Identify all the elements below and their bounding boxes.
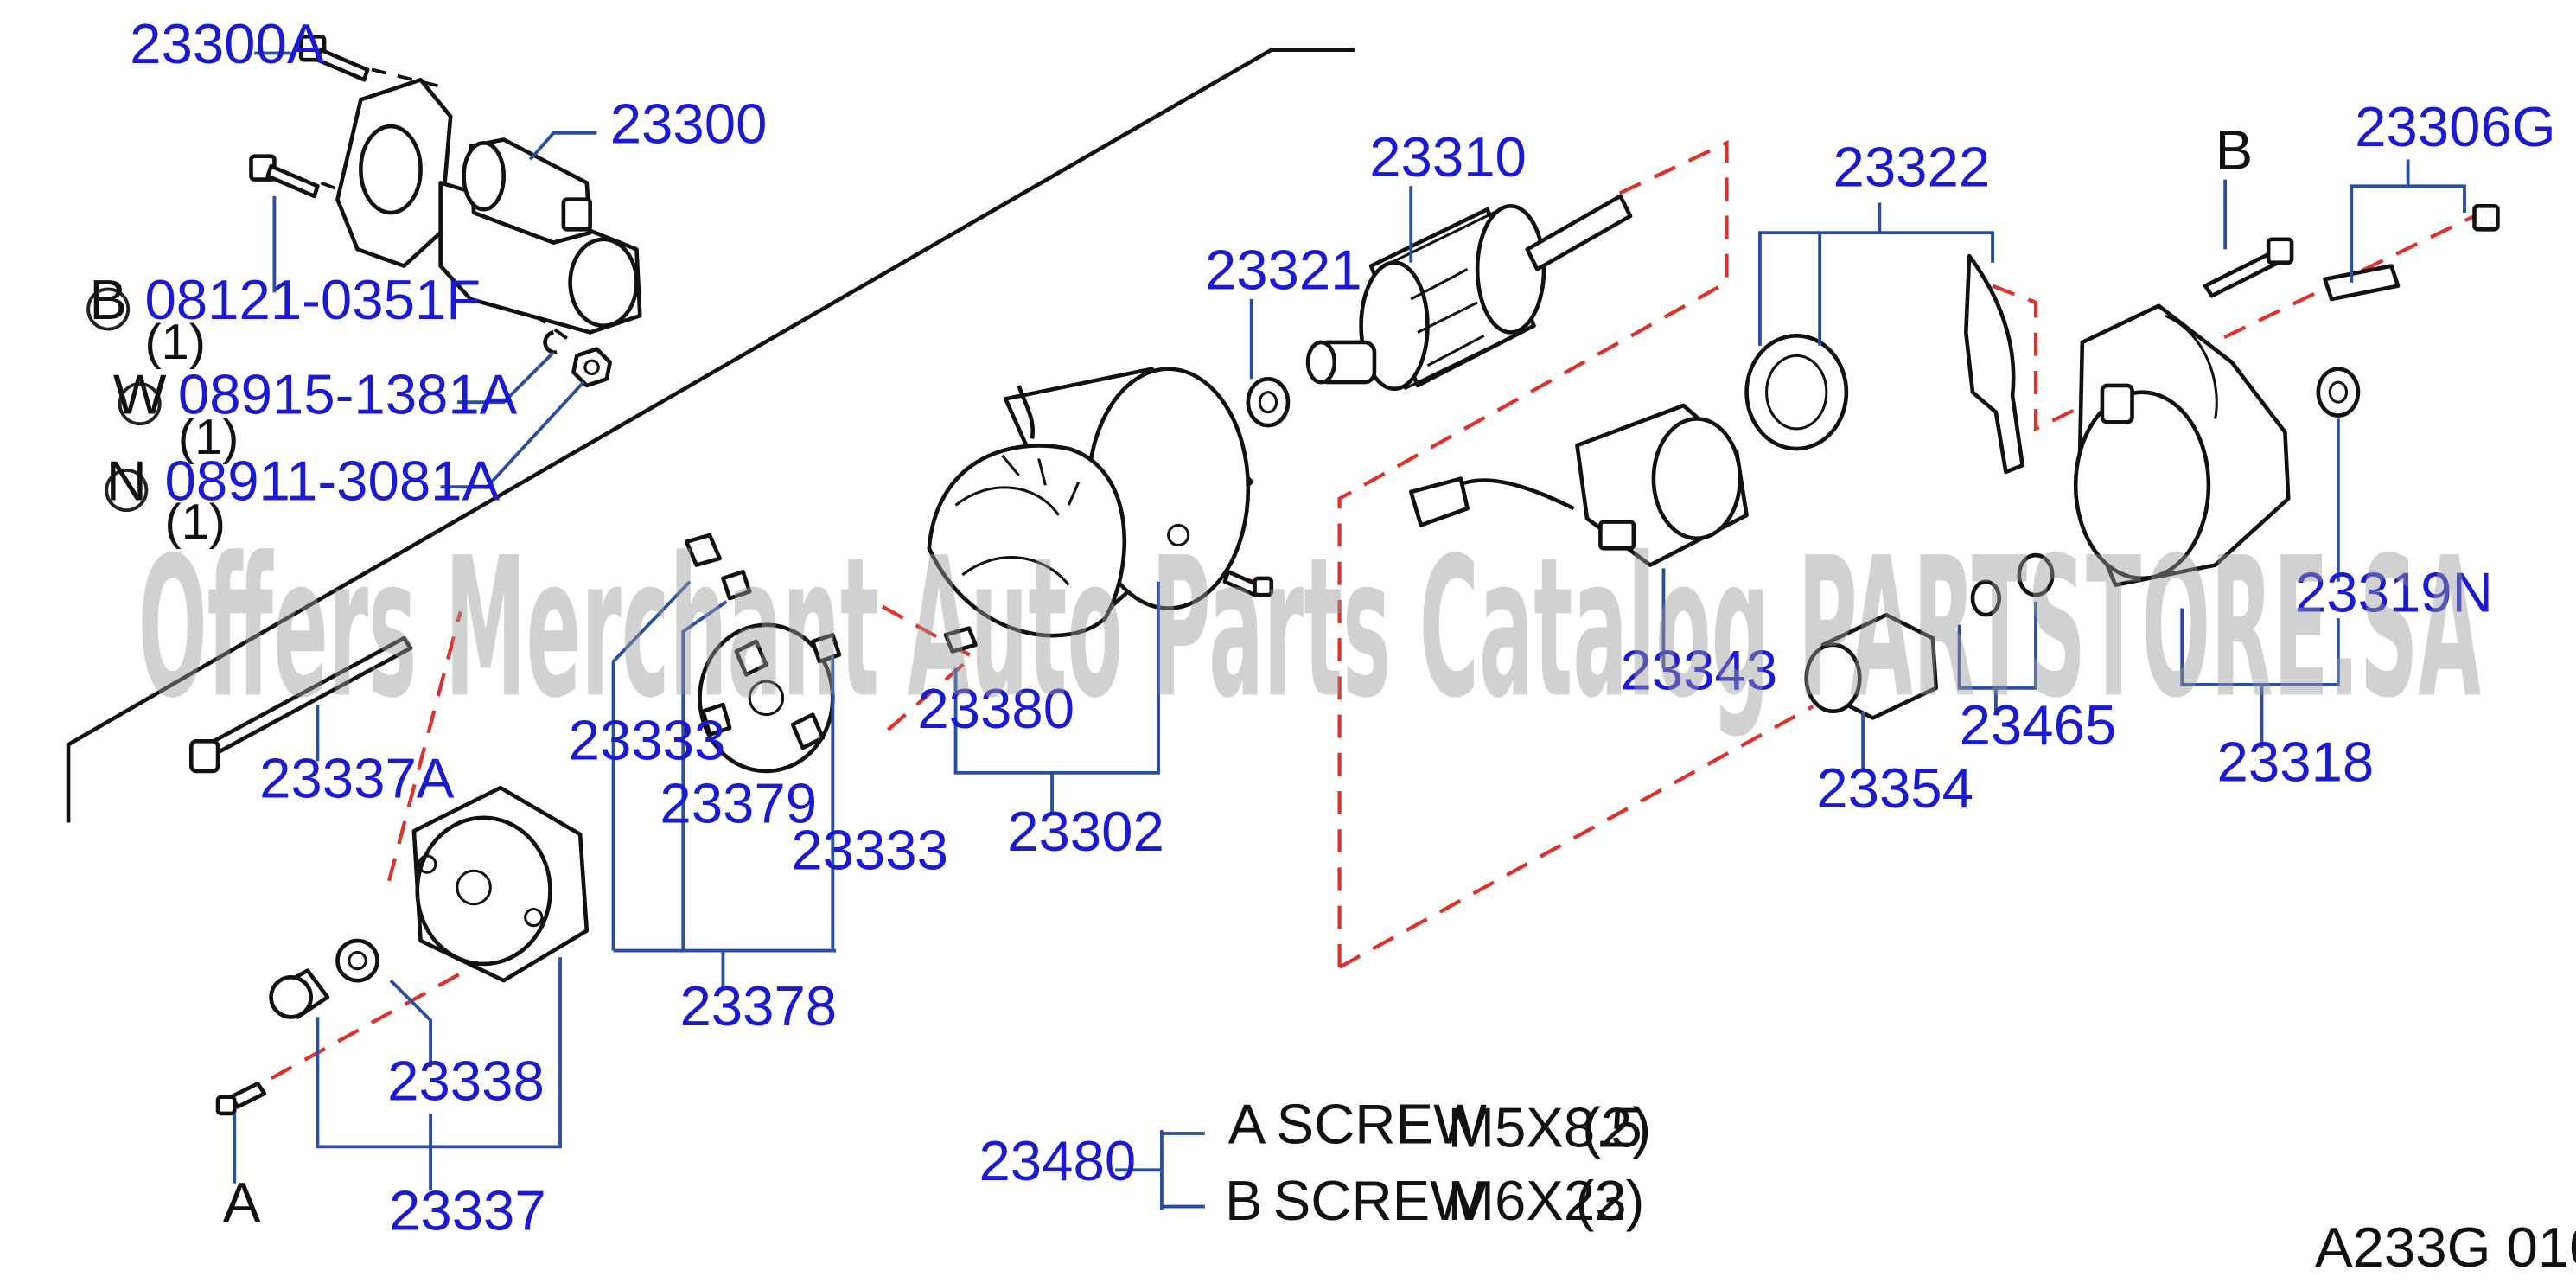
part-label-23380: 23380: [917, 677, 1074, 740]
bolt-23300a-drawing: [298, 34, 370, 82]
solenoid-23343-drawing: [1408, 403, 1749, 567]
symbol-w: W: [113, 363, 167, 426]
nut-drawing: [571, 347, 613, 388]
bolt-b-drawing: [249, 154, 320, 199]
qty-washer: (1): [178, 410, 239, 465]
part-label-23306g: 23306G: [2355, 95, 2556, 158]
part-label-23333-left: 23333: [569, 708, 726, 771]
housing-23318-drawing: [2073, 303, 2291, 587]
qty-bolt: (1): [144, 315, 205, 370]
screw-a-qty: (2): [1582, 1095, 1651, 1159]
part-label-23302: 23302: [1007, 800, 1164, 863]
symbol-badges: B W N: [86, 268, 167, 513]
symbol-n: N: [106, 450, 147, 513]
screw-kit-legend: A SCREW M5X8.5 (2) B SCREW M6X23 (2): [1225, 1093, 1651, 1232]
part-label-washer-w: 08915-1381A: [178, 363, 518, 426]
brush-spring-23380-drawing: [943, 626, 978, 654]
symbol-w-circle: [118, 382, 162, 426]
screw-a-name: SCREW: [1277, 1093, 1488, 1156]
part-label-23300: 23300: [610, 92, 768, 155]
armature-23310-drawing: [1305, 194, 1633, 392]
bushing-23338-drawing: [269, 938, 379, 1019]
screw-a-drawing: [215, 1082, 267, 1116]
screw-a-code: A: [1228, 1093, 1266, 1156]
bushing-23319n-drawing: [2316, 367, 2361, 418]
part-label-23321: 23321: [1205, 238, 1362, 301]
symbol-b: B: [89, 268, 127, 331]
symbol-b-circle: [86, 287, 131, 331]
part-label-23333-right: 23333: [791, 818, 948, 881]
screw-b-code: B: [1225, 1169, 1263, 1232]
part-label-23378: 23378: [679, 974, 837, 1037]
assembly-guide-lines: [237, 139, 2476, 1099]
washer-23465-drawing: [1970, 552, 2055, 617]
part-labels: 23300A 23300 08121-0351F 08915-1381A 089…: [130, 12, 2555, 1242]
ref-b: B: [2216, 118, 2254, 182]
part-label-23319n: 23319N: [2295, 560, 2493, 623]
part-label-23300a: 23300A: [130, 12, 325, 75]
bolt-b-upper-drawing: [2203, 237, 2294, 298]
part-label-23343: 23343: [1620, 639, 1777, 702]
qty-nut: (1): [165, 495, 226, 550]
screw-b-size: M6X23: [1448, 1169, 1627, 1232]
part-label-23465: 23465: [1960, 693, 2117, 756]
symbol-n-circle: [105, 469, 149, 513]
brush-holder-23379-drawing: [698, 622, 835, 774]
screw-a-size: M5X8.5: [1448, 1095, 1642, 1159]
plate-23306g-drawing: [2323, 204, 2500, 302]
rear-cover-23337-drawing: [411, 785, 590, 983]
part-label-23338: 23338: [387, 1050, 545, 1113]
part-label-nut-n: 08911-3081A: [165, 450, 501, 513]
washer-drawing: [543, 330, 558, 354]
part-label-23322: 23322: [1833, 135, 1991, 198]
frame-lines: [66, 48, 1355, 823]
ref-a: A: [223, 1171, 261, 1234]
part-label-23318: 23318: [2217, 730, 2375, 793]
through-bolt-23337a-drawing: [188, 635, 413, 774]
part-label-23379: 23379: [660, 772, 817, 835]
washer-23321-drawing: [1246, 376, 1291, 428]
part-label-23480: 23480: [979, 1129, 1136, 1192]
yoke-23302-drawing: [927, 367, 1254, 638]
part-label-23310: 23310: [1369, 125, 1527, 188]
boot-23322-drawing: [1744, 253, 2024, 475]
part-label-23337a: 23337A: [259, 747, 455, 810]
watermark-text: Offers Merchant Auto Parts Catalog PARTS…: [138, 516, 2481, 741]
part-label-23354: 23354: [1816, 756, 1973, 820]
starter-assembly-drawing: [335, 77, 642, 335]
quantity-labels: (1) (1) (1) A B: [144, 118, 2253, 1234]
leader-lines: [233, 51, 2466, 1210]
pinion-23354-drawing: [1804, 612, 1938, 720]
screw-yoke-drawing: [1222, 569, 1274, 597]
screw-b-name: SCREW: [1273, 1169, 1484, 1232]
figure-code: A233G 0105: [2315, 1216, 2576, 1279]
part-label-23337: 23337: [389, 1178, 546, 1242]
part-label-bolt-b: 08121-0351F: [144, 268, 481, 331]
screw-b-qty: (2): [1576, 1169, 1645, 1232]
